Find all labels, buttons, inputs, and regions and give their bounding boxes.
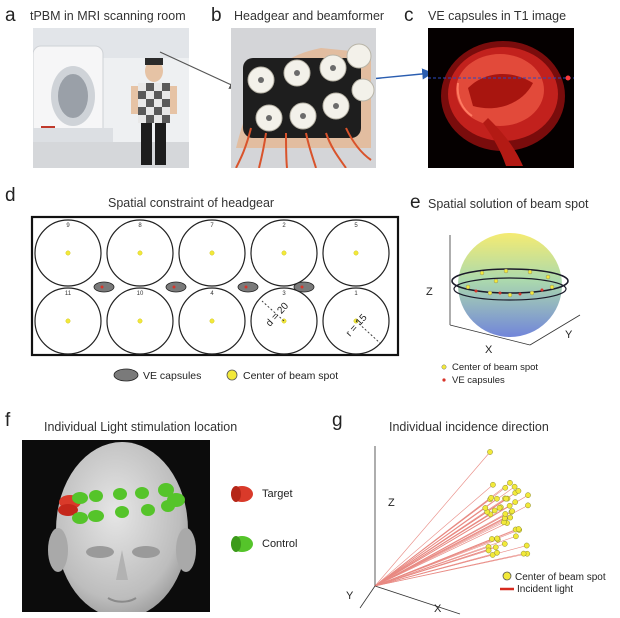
circle-number: 3 xyxy=(282,291,286,297)
beam-spot-center xyxy=(503,495,510,502)
circle-number: 5 xyxy=(354,223,358,229)
mri-room-photo xyxy=(33,28,189,168)
axis-z-label: Z xyxy=(426,286,433,298)
legend-center-text: Center of beam spot xyxy=(515,572,606,583)
beam-spot-center xyxy=(513,533,519,540)
panel-f-title: Individual Light stimulation location xyxy=(44,420,238,434)
head-model-render xyxy=(22,440,210,612)
headgear-constraint-diagram: 9 8 7 2 5 11 10 4 3 1 d = 20 r = 15 VE c… xyxy=(30,215,400,382)
legend-center-text: Center of beam spot xyxy=(243,370,338,382)
beam-spot-center xyxy=(511,483,518,490)
panel-d-letter: d xyxy=(5,185,16,206)
beam-spot-center xyxy=(494,535,501,542)
incident-light-ray xyxy=(374,543,505,587)
sphere-solution-plot: Z X Y Center of beam spot VE capsules xyxy=(426,233,581,386)
incident-light-ray xyxy=(374,507,486,587)
incident-light-ray xyxy=(374,522,504,587)
panel-d-title: Spatial constraint of headgear xyxy=(108,196,275,210)
panel-f-letter: f xyxy=(5,410,11,431)
axis-y-label: Y xyxy=(565,329,573,341)
legend-light-text: Incident light xyxy=(517,584,573,595)
beam-spot-center xyxy=(501,541,508,547)
panel-g-letter: g xyxy=(332,410,343,431)
panel-b-title: Headgear and beamformer xyxy=(234,9,385,23)
incident-light-ray xyxy=(374,505,510,587)
legend-capsule-swatch xyxy=(113,368,139,382)
panel-c-letter: c xyxy=(404,5,414,26)
beam-spot-center xyxy=(507,514,514,521)
panel-a-letter: a xyxy=(5,5,16,26)
legend-capsules-text: VE capsules xyxy=(452,375,505,386)
beam-spot-center xyxy=(525,492,531,499)
legend-center-swatch xyxy=(226,369,238,381)
beam-spot-center xyxy=(506,502,513,509)
axis-y-label: Y xyxy=(346,590,354,602)
headgear-photo xyxy=(231,28,376,168)
beam-spot-center xyxy=(492,544,499,551)
legend-capsules-text: VE capsules xyxy=(143,370,201,382)
beam-spot-center xyxy=(487,449,493,455)
panel-e-title: Spatial solution of beam spot xyxy=(428,197,589,211)
incident-light-ray xyxy=(374,553,524,587)
circle-number: 7 xyxy=(210,223,214,229)
circle-number: 1 xyxy=(354,291,358,297)
panel-e-letter: e xyxy=(410,192,421,213)
incident-light-ray xyxy=(374,552,498,587)
legend-capsule-swatch xyxy=(442,378,446,382)
target-swatch xyxy=(231,486,253,502)
control-swatch xyxy=(231,536,253,552)
beam-spot-center xyxy=(489,536,495,542)
incident-light-ray xyxy=(374,451,491,587)
incident-light-ray xyxy=(374,510,495,587)
circle-number: 10 xyxy=(137,291,144,297)
axis-x-label: X xyxy=(485,344,493,356)
beam-spot-center xyxy=(520,550,527,557)
beam-spot-center xyxy=(502,484,509,491)
t1-mri-image xyxy=(428,28,574,168)
panel-c-title: VE capsules in T1 image xyxy=(428,9,567,23)
beam-spot-center xyxy=(494,549,500,556)
panel-f-legend-swatches xyxy=(231,486,253,552)
beam-spot-center xyxy=(512,499,519,505)
axis-x-label: X xyxy=(434,603,442,615)
legend-center-swatch xyxy=(502,571,512,581)
beam-spot-center xyxy=(491,507,498,514)
beam-spot-center xyxy=(482,505,489,511)
panel-b-letter: b xyxy=(211,5,222,26)
beam-spot-center xyxy=(525,502,531,509)
incident-light-ray xyxy=(374,517,505,587)
incident-light-ray xyxy=(374,522,508,587)
legend-target-text: Target xyxy=(262,488,293,500)
circle-number: 2 xyxy=(282,223,286,229)
beam-spot-center xyxy=(502,511,509,517)
circle-number: 8 xyxy=(138,223,142,229)
legend-center-text: Center of beam spot xyxy=(452,362,538,373)
incident-light-ray xyxy=(374,536,516,587)
panel-g-title: Individual incidence direction xyxy=(389,420,549,434)
beam-spot-center xyxy=(485,547,492,554)
incident-light-ray xyxy=(374,513,506,587)
beam-spot-center xyxy=(523,542,530,549)
beam-spot-center xyxy=(509,508,515,514)
legend-center-swatch xyxy=(441,364,447,370)
incidence-direction-plot: Z X Y Center of beam spot Incident light xyxy=(346,446,606,615)
beam-spot-center xyxy=(496,504,503,511)
beam-spot-center xyxy=(515,526,522,532)
beam-spot-center xyxy=(488,494,494,501)
incident-light-ray xyxy=(374,484,494,587)
beam-spot-center xyxy=(494,495,500,502)
beam-spot-center xyxy=(515,488,522,494)
panel-a-title: tPBM in MRI scanning room xyxy=(30,9,186,23)
incident-light-ray xyxy=(374,490,519,587)
circle-number: 4 xyxy=(210,291,214,297)
circle-number: 11 xyxy=(65,291,72,297)
axis-z-label: Z xyxy=(388,497,395,509)
circle-number: 9 xyxy=(66,223,70,229)
legend-control-text: Control xyxy=(262,538,298,550)
beam-spot-center xyxy=(490,481,496,488)
beam-spot-center xyxy=(507,479,513,486)
